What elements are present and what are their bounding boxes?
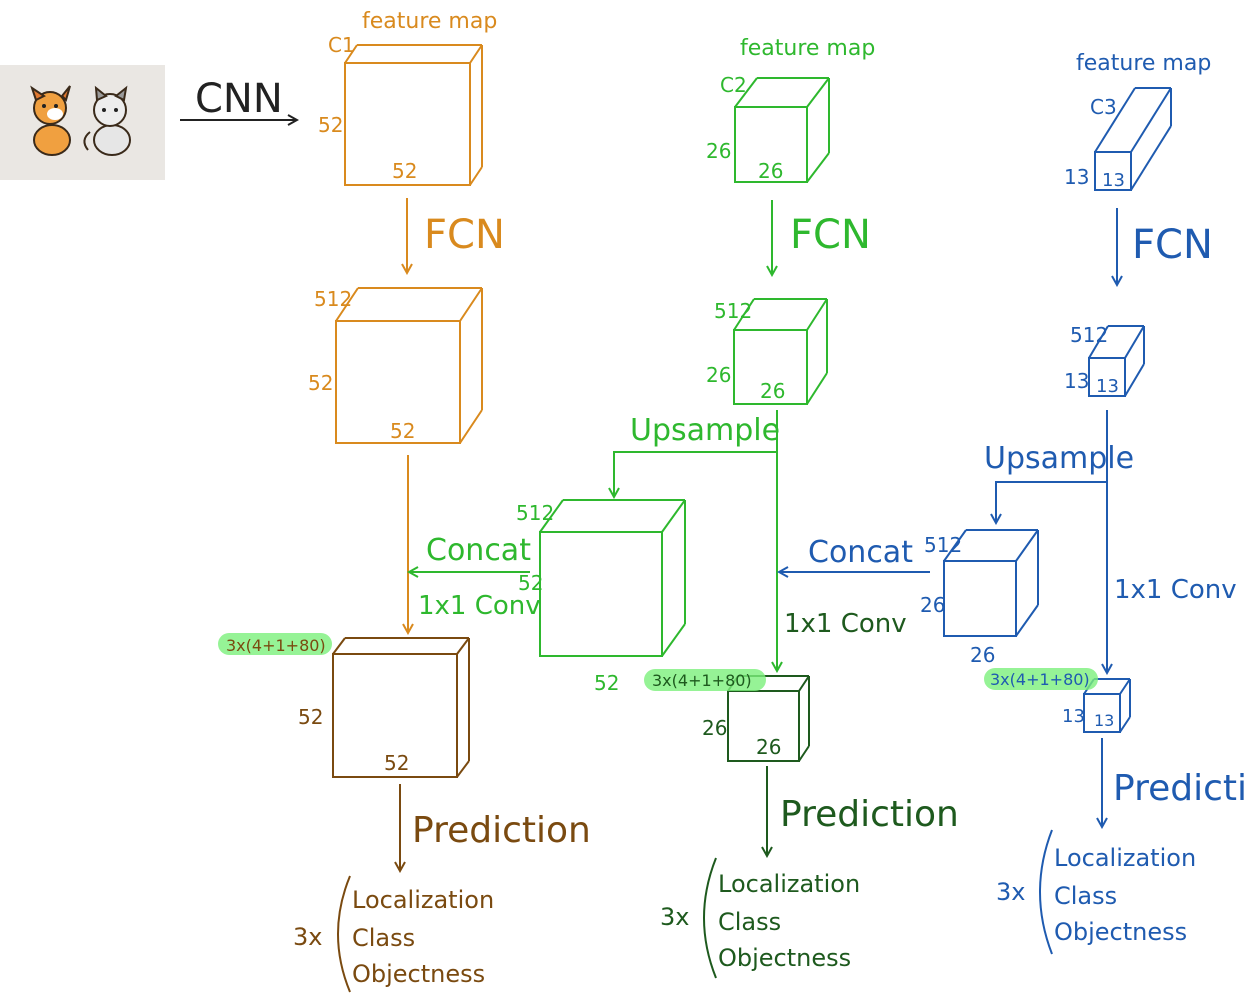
up-channels-green: 512	[516, 501, 554, 525]
up-w-green: 52	[594, 671, 619, 695]
upsample-cube-blue	[943, 529, 1039, 637]
multiplier-green: 3x	[660, 903, 689, 931]
highlight-orange	[218, 633, 332, 655]
prediction-label-blue: Prediction	[1113, 768, 1246, 809]
output-cube-orange	[332, 637, 470, 778]
channel-label-c1: C1	[328, 33, 355, 57]
conv-label-blue: 1x1 Conv	[1114, 575, 1237, 605]
branch-green: feature map C2 26 26 FCN 512 26 26 Upsam…	[410, 36, 959, 979]
fcn-label-blue: FCN	[1132, 222, 1213, 268]
concat-label-green: Concat	[426, 533, 531, 568]
output-localization-green: Localization	[718, 870, 860, 898]
upsample-arrow-blue	[996, 481, 1107, 522]
output-class-green: Class	[718, 908, 781, 936]
fcn-cube-blue	[1088, 325, 1145, 397]
brace-green	[703, 857, 717, 979]
fcn-channels-orange: 512	[314, 287, 352, 311]
feature-map-label-green: feature map	[740, 36, 875, 61]
output-channels-orange: 3x(4+1+80)	[226, 636, 326, 655]
output-localization-orange: Localization	[352, 886, 494, 914]
out-w-blue: 13	[1094, 711, 1114, 730]
output-objectness-blue: Objectness	[1054, 918, 1187, 946]
feature-h-blue: 13	[1064, 165, 1089, 189]
dog-icon	[30, 85, 71, 156]
concat-label-blue: Concat	[808, 535, 913, 570]
output-objectness-green: Objectness	[718, 944, 851, 972]
conv-label-green: 1x1 Conv	[784, 609, 907, 639]
upsample-cube-green	[539, 499, 686, 657]
up-channels-blue: 512	[924, 533, 962, 557]
channel-label-c3: C3	[1090, 95, 1117, 119]
prediction-label-green: Prediction	[780, 794, 959, 835]
up-w-blue: 26	[970, 643, 995, 667]
output-class-blue: Class	[1054, 882, 1117, 910]
branch-orange: feature map C1 52 52 FCN 512 52 52	[218, 9, 591, 993]
fcn-w-blue: 13	[1096, 376, 1119, 397]
feature-map-label-orange: feature map	[362, 9, 497, 34]
cat-icon	[83, 85, 131, 156]
brace-orange	[337, 875, 351, 993]
conv-label-orange: 1x1 Conv	[418, 591, 541, 621]
brace-blue	[1039, 829, 1053, 955]
output-objectness-orange: Objectness	[352, 960, 485, 988]
fcn-w-orange: 52	[390, 419, 415, 443]
fcn-cube-green	[733, 298, 828, 405]
fcn-channels-blue: 512	[1070, 323, 1108, 347]
branch-blue: feature map C3 13 13 FCN 512 13 13 Upsam…	[780, 51, 1246, 955]
highlight-green	[644, 669, 766, 691]
feature-w-green: 26	[758, 159, 783, 183]
out-h-blue: 13	[1062, 706, 1085, 727]
feature-map-cube-blue	[1094, 87, 1172, 191]
out-w-orange: 52	[384, 751, 409, 775]
feature-map-cube-green	[734, 77, 830, 183]
feature-w-blue: 13	[1102, 170, 1125, 191]
fcn-h-orange: 52	[308, 371, 333, 395]
out-h-orange: 52	[298, 705, 323, 729]
upsample-label-green: Upsample	[630, 413, 780, 448]
multiplier-blue: 3x	[996, 878, 1025, 906]
up-h-green: 52	[518, 571, 543, 595]
output-channels-blue: 3x(4+1+80)	[990, 670, 1090, 689]
fcn-cube-orange	[335, 287, 483, 444]
up-h-blue: 26	[920, 593, 945, 617]
output-class-orange: Class	[352, 924, 415, 952]
feature-h-green: 26	[706, 139, 731, 163]
feature-map-label-blue: feature map	[1076, 51, 1211, 76]
fcn-label-green: FCN	[790, 212, 871, 258]
multiplier-orange: 3x	[293, 923, 322, 951]
output-cube-blue	[1083, 678, 1131, 733]
upsample-arrow-green	[614, 451, 777, 496]
prediction-label-orange: Prediction	[412, 810, 591, 851]
feature-h-orange: 52	[318, 113, 343, 137]
output-channels-green: 3x(4+1+80)	[652, 671, 752, 690]
fcn-w-green: 26	[760, 379, 785, 403]
highlight-blue	[984, 668, 1098, 690]
cnn-label: CNN	[195, 76, 283, 122]
fcn-h-blue: 13	[1064, 369, 1089, 393]
feature-w-orange: 52	[392, 159, 417, 183]
output-localization-blue: Localization	[1054, 844, 1196, 872]
fcn-channels-green: 512	[714, 299, 752, 323]
feature-map-cube-orange	[344, 44, 483, 186]
fcn-h-green: 26	[706, 363, 731, 387]
channel-label-c2: C2	[720, 73, 747, 97]
upsample-label-blue: Upsample	[984, 441, 1134, 476]
out-w-green: 26	[756, 735, 781, 759]
fcn-label-orange: FCN	[424, 212, 505, 258]
out-h-green: 26	[702, 716, 727, 740]
input-image	[0, 65, 165, 180]
